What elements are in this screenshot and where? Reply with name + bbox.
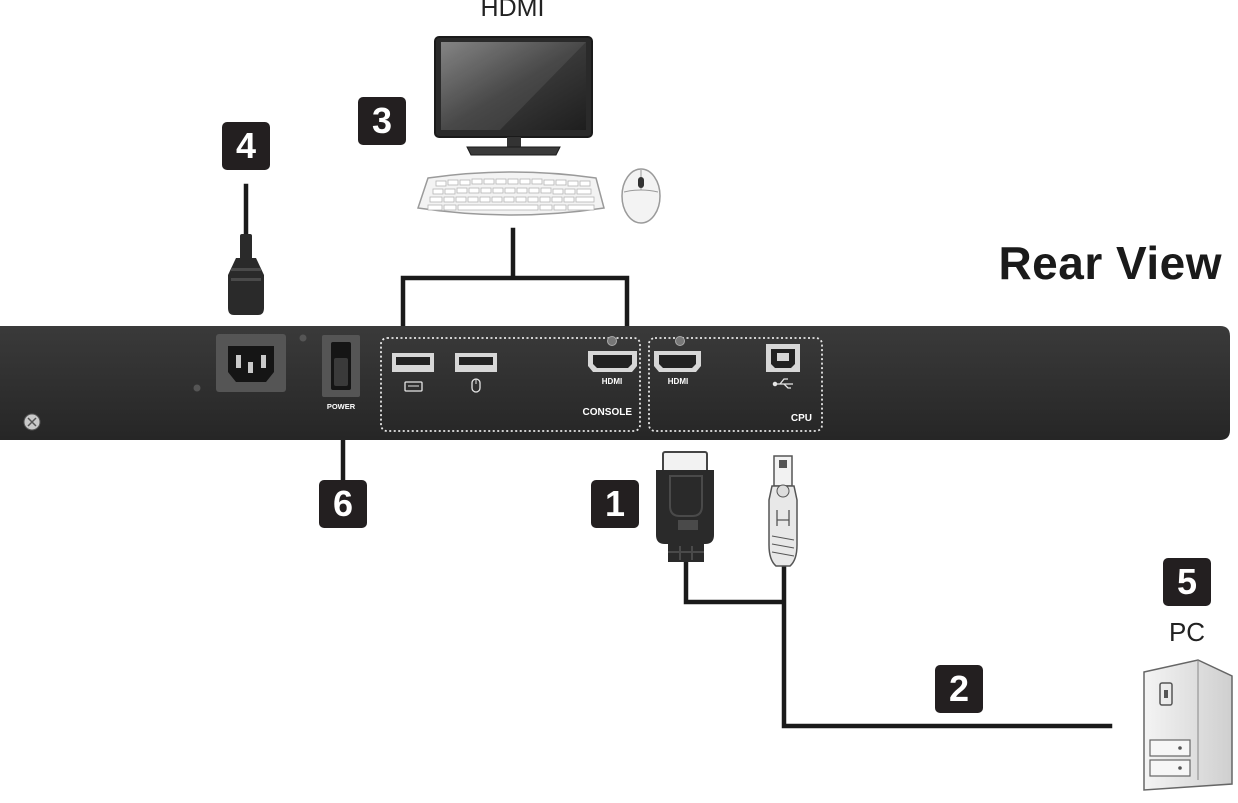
mouse-icon — [621, 168, 661, 224]
power-switch — [322, 335, 360, 397]
console-hdmi-label: HDMI — [602, 377, 622, 386]
monitor-icon — [434, 36, 593, 156]
badge-number: 5 — [1176, 561, 1198, 602]
badge-5: 5 — [1163, 558, 1211, 606]
hdmi-connector-icon — [656, 451, 714, 562]
badge-2: 2 — [935, 665, 983, 713]
console-cable — [400, 227, 630, 336]
power-plug-icon — [228, 234, 264, 315]
cpu-label: CPU — [791, 413, 812, 424]
pc-label: PC — [1168, 617, 1206, 647]
keyboard-icon — [417, 171, 605, 216]
badge-number: 6 — [332, 483, 354, 524]
power-label: POWER — [327, 402, 356, 411]
power-inlet — [216, 334, 286, 392]
badge-4: 4 — [222, 122, 270, 170]
cpu-hdmi-label: HDMI — [668, 377, 688, 386]
mouse-symbol-icon — [471, 378, 481, 393]
page-title: Rear View — [998, 237, 1222, 289]
console-usb-mouse-port — [455, 353, 497, 372]
usb-symbol-icon — [772, 378, 793, 389]
badge-number: 3 — [371, 100, 393, 141]
monitor-label: HDMI — [480, 0, 545, 22]
badge-3: 3 — [358, 97, 406, 145]
usb-connector-icon — [768, 455, 798, 567]
cpu-usb-b-port — [766, 344, 800, 372]
badge-number: 1 — [604, 483, 626, 524]
cables — [243, 183, 1113, 729]
badge-number: 4 — [235, 125, 257, 166]
badge-number: 2 — [948, 668, 970, 709]
console-section — [380, 337, 641, 432]
badge-1: 1 — [591, 480, 639, 528]
console-hdmi-port — [588, 336, 637, 372]
badge-6: 6 — [319, 480, 367, 528]
pc-tower-icon — [1143, 659, 1233, 791]
keyboard-symbol-icon — [404, 381, 423, 392]
kvm-cable — [683, 559, 1113, 729]
console-usb-keyboard-port — [392, 353, 434, 372]
console-label: CONSOLE — [583, 407, 633, 418]
cpu-hdmi-port — [654, 336, 701, 372]
rear-panel: POWER HDMI CONSOLE HDMI CPU — [0, 326, 1230, 440]
